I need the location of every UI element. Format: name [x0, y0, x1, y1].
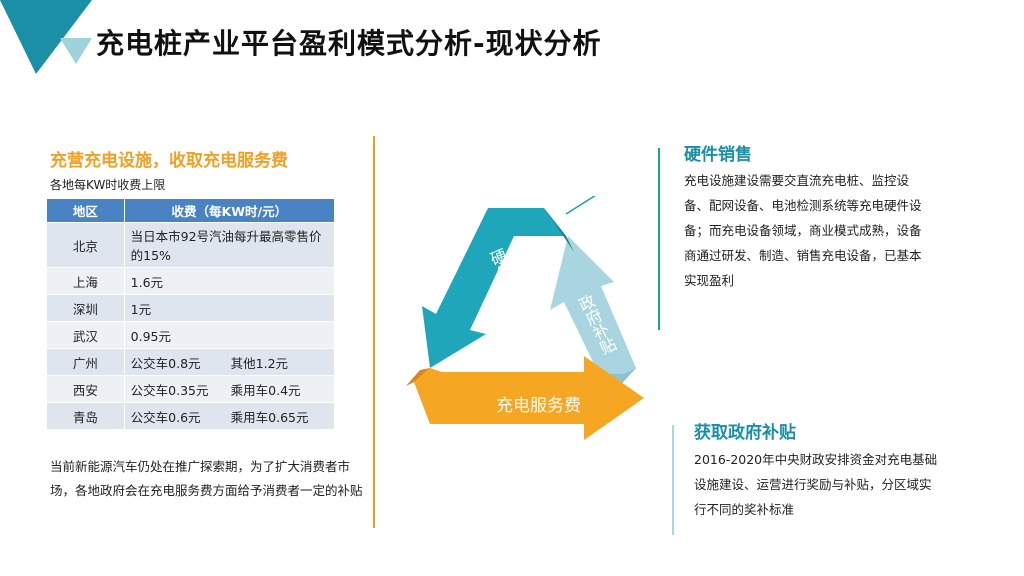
subsidy-arrow: [550, 236, 636, 401]
fee-bus: 公交车0.8元: [130, 355, 201, 371]
city-cell: 西安: [46, 375, 125, 403]
service-fee-arrow-fold: [406, 368, 430, 386]
table-row: 北京 当日本市92号汽油每升最高零售价的15%: [46, 222, 336, 268]
fee-bus: 公交车0.35元: [130, 382, 209, 398]
hardware-accent-bar: [658, 148, 660, 330]
table-header-row: 地区 收费（每KW时/元）: [46, 198, 336, 223]
fee-cell: 1.6元: [123, 267, 336, 295]
city-cell: 北京: [46, 222, 125, 268]
revenue-cycle-diagram: 充电服务费 硬件销售 政府补贴: [406, 196, 644, 440]
city-cell: 武汉: [46, 321, 125, 349]
table-caption: 各地每KW时收费上限: [50, 178, 166, 192]
left-note: 当前新能源汽车仍处在推广探索期，为了扩大消费者市场，各地政府会在充电服务费方面给…: [50, 459, 363, 498]
table-row: 西安 公交车0.35元 乘用车0.4元: [46, 375, 336, 403]
fee-cell: 0.95元: [123, 321, 336, 349]
city-cell: 上海: [46, 267, 125, 295]
connector-hardware: [565, 196, 596, 215]
fee-cell: 公交车0.6元 乘用车0.65元: [123, 402, 336, 430]
table-row: 深圳 1元: [46, 294, 336, 322]
fee-cell: 公交车0.8元 其他1.2元: [123, 348, 336, 376]
fee-cell: 当日本市92号汽油每升最高零售价的15%: [123, 222, 336, 268]
divider-line: [373, 136, 375, 528]
left-heading: 充营充电设施，收取充电服务费: [50, 151, 288, 171]
page-title: 充电桩产业平台盈利模式分析-现状分析: [96, 27, 602, 60]
table-row: 青岛 公交车0.6元 乘用车0.65元: [46, 402, 336, 430]
fee-table: 地区 收费（每KW时/元） 北京 当日本市92号汽油每升最高零售价的15% 上海…: [46, 198, 336, 430]
hardware-arrow: [422, 208, 566, 368]
table-row: 武汉 0.95元: [46, 321, 336, 349]
hardware-text: 充电设施建设需要交直流充电桩、监控设备、配网设备、电池检测系统等充电硬件设备；而…: [684, 173, 922, 288]
service-fee-arrow: [414, 356, 644, 440]
fee-other: 其他1.2元: [230, 355, 289, 371]
city-cell: 深圳: [46, 294, 125, 322]
fee-cell: 公交车0.35元 乘用车0.4元: [123, 375, 336, 403]
corner-decoration: [0, 0, 92, 74]
government-title: 获取政府补贴: [694, 423, 796, 443]
city-cell: 青岛: [46, 402, 125, 430]
hardware-title: 硬件销售: [684, 145, 752, 165]
fee-other: 乘用车0.4元: [230, 382, 301, 398]
fee-cell: 1元: [123, 294, 336, 322]
government-accent-bar: [672, 425, 674, 535]
fee-bus: 公交车0.6元: [130, 409, 201, 425]
table-row: 广州 公交车0.8元 其他1.2元: [46, 348, 336, 376]
column-header-fee: 收费（每KW时/元）: [123, 198, 336, 223]
service-fee-label: 充电服务费: [496, 396, 581, 416]
column-header-city: 地区: [46, 198, 125, 223]
city-cell: 广州: [46, 348, 125, 376]
table-row: 上海 1.6元: [46, 267, 336, 295]
fee-other: 乘用车0.65元: [230, 409, 309, 425]
government-text: 2016-2020年中央财政安排资金对充电基础设施建设、运营进行奖励与补贴，分区…: [694, 452, 938, 517]
